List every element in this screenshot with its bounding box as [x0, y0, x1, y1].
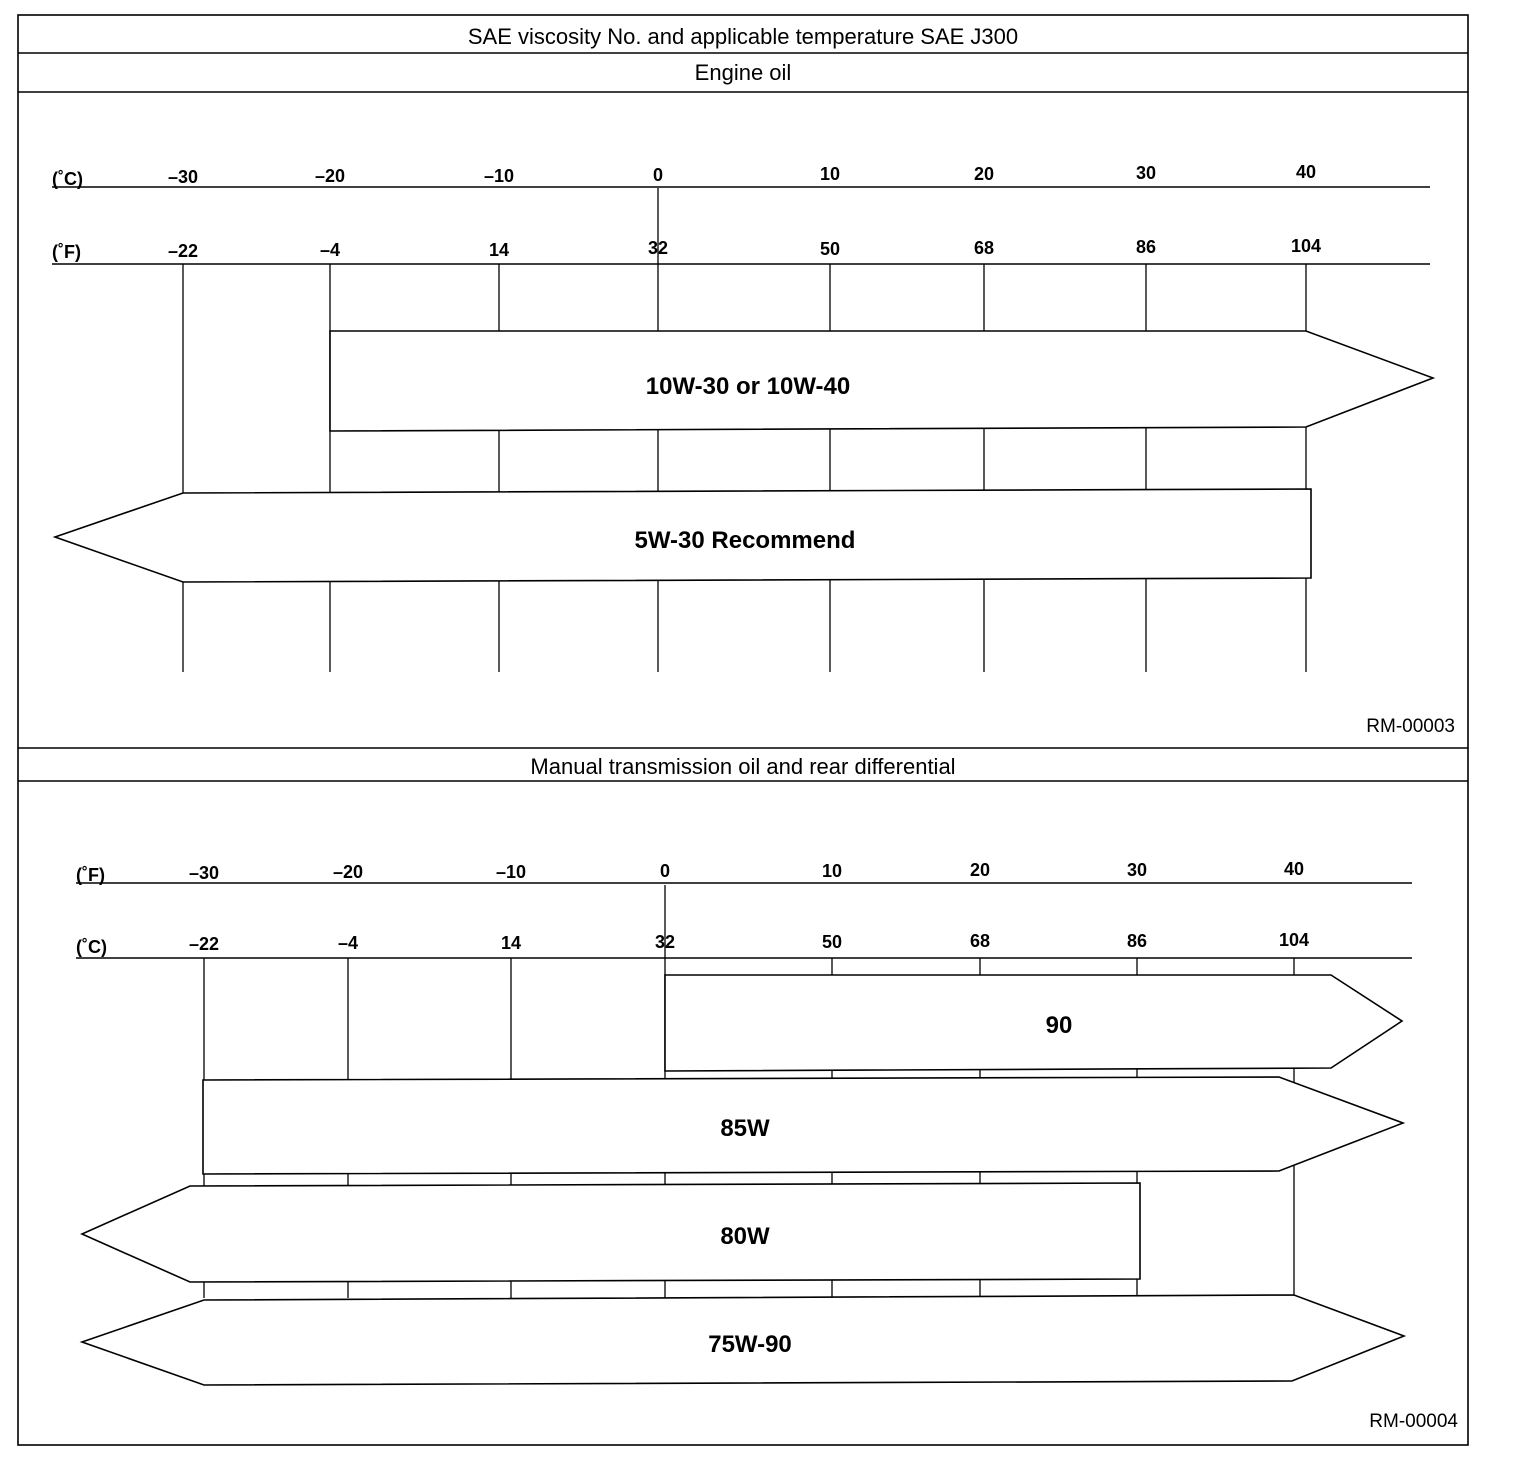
- tick-label: 86: [1136, 237, 1156, 257]
- tick-label: 14: [489, 240, 509, 260]
- tick-label: –30: [168, 167, 198, 187]
- band-label: 85W: [720, 1115, 770, 1142]
- band-label: 10W-30 or 10W-40: [646, 373, 850, 400]
- tick-label: 40: [1284, 859, 1304, 879]
- tick-label: 10: [822, 861, 842, 881]
- band-5w30-recommend: [52, 488, 1312, 583]
- tick-label: 20: [974, 164, 994, 184]
- celsius-unit-label: (˚C): [52, 169, 83, 189]
- tick-label: –30: [189, 863, 219, 883]
- tick-label: 30: [1127, 860, 1147, 880]
- tick-label: –10: [496, 862, 526, 882]
- fahrenheit-tick-labels: –30 –20 –10 0 10 20 30 40: [189, 859, 1304, 883]
- engine-grid: [182, 264, 1307, 672]
- band-label: 80W: [720, 1223, 770, 1250]
- tick-label: 104: [1291, 236, 1321, 256]
- tick-label: 68: [974, 238, 994, 258]
- band-label: 75W-90: [708, 1331, 792, 1358]
- tick-label: –22: [168, 241, 198, 261]
- tick-label: 0: [660, 861, 670, 881]
- tick-label: 32: [655, 932, 675, 952]
- tick-label: 30: [1136, 163, 1156, 183]
- celsius-tick-labels: –22 –4 14 32 50 68 86 104: [189, 930, 1309, 954]
- fahrenheit-unit-label: (˚F): [52, 242, 81, 262]
- band-75w-90: [79, 1294, 1407, 1386]
- tick-label: –10: [484, 166, 514, 186]
- tick-label: 32: [648, 238, 668, 258]
- celsius-tick-labels: –30 –20 –10 0 10 20 30 40: [168, 162, 1316, 187]
- tick-label: 50: [822, 932, 842, 952]
- tick-label: –20: [333, 862, 363, 882]
- manual-transmission-heading: Manual transmission oil and rear differe…: [530, 754, 955, 779]
- engine-oil-heading: Engine oil: [695, 60, 792, 85]
- tick-label: 86: [1127, 931, 1147, 951]
- tick-label: 68: [970, 931, 990, 951]
- outer-border: [17, 14, 1469, 1446]
- figure-id: RM-00003: [1366, 716, 1455, 737]
- tick-label: –4: [338, 933, 358, 953]
- tick-label: 0: [653, 165, 663, 185]
- band-label: 90: [1046, 1012, 1073, 1039]
- band-85w: [202, 1076, 1406, 1175]
- tick-label: 10: [820, 164, 840, 184]
- tick-label: 40: [1296, 162, 1316, 182]
- chart-title: SAE viscosity No. and applicable tempera…: [468, 24, 1018, 49]
- tick-label: –22: [189, 934, 219, 954]
- band-label: 5W-30 Recommend: [635, 527, 856, 554]
- fahrenheit-unit-label: (˚F): [76, 865, 105, 885]
- manual-transmission-panel: (˚F) (˚C) –30 –20 –10 0 10 20 30 40 –22 …: [76, 859, 1458, 1432]
- tick-label: 104: [1279, 930, 1309, 950]
- band-80w: [80, 1182, 1141, 1283]
- band-90: [664, 974, 1404, 1072]
- celsius-unit-label: (˚C): [76, 937, 107, 957]
- figure-id: RM-00004: [1369, 1411, 1458, 1432]
- tick-label: –4: [320, 240, 340, 260]
- tick-label: 14: [501, 933, 521, 953]
- tick-label: 20: [970, 860, 990, 880]
- tick-label: 50: [820, 239, 840, 259]
- engine-oil-panel: (˚C) (˚F) –30 –20 –10 0 10 20 30 40 –22 …: [52, 162, 1455, 737]
- tick-label: –20: [315, 166, 345, 186]
- fahrenheit-tick-labels: –22 –4 14 32 50 68 86 104: [168, 236, 1321, 261]
- band-10w30-10w40: [329, 330, 1436, 432]
